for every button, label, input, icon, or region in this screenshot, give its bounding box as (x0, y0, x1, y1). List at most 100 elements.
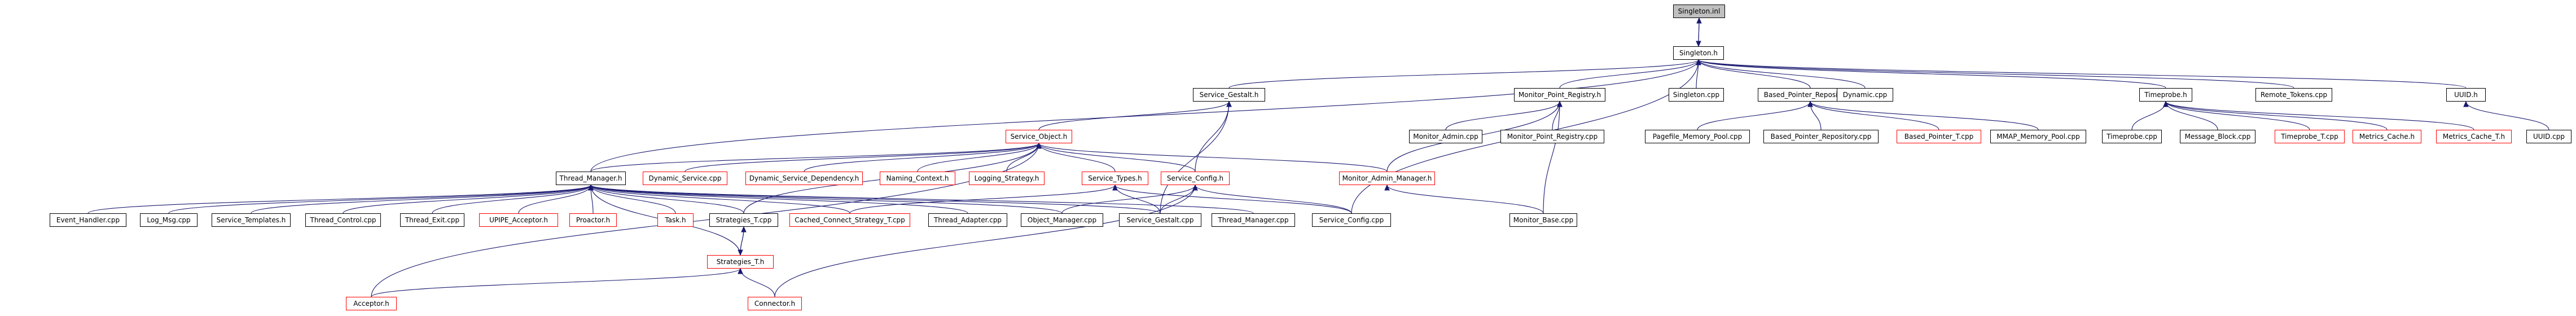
node-service-templates-h[interactable]: Service_Templates.h (212, 213, 291, 227)
edge-connector-h-to-strategies-t-h (740, 268, 775, 297)
edge-thread-manager-h-to-service-object-h (590, 143, 1039, 172)
node-monitor-point-registry-cpp[interactable]: Monitor_Point_Registry.cpp (1500, 130, 1604, 143)
arrowhead (1192, 184, 1198, 191)
edge-service-config-cpp-to-service-types-h (1114, 185, 1352, 214)
node-based-pointer-repository-cpp[interactable]: Based_Pointer_Repository.cpp (1763, 130, 1879, 143)
node-object-manager-cpp[interactable]: Object_Manager.cpp (1021, 213, 1103, 227)
node-singleton-cpp[interactable]: Singleton.cpp (1669, 88, 1724, 102)
node-event-handler-cpp[interactable]: Event_Handler.cpp (50, 213, 126, 227)
node-connector-h[interactable]: Connector.h (748, 297, 802, 310)
edge-service-gestalt-h-to-singleton-h (1228, 59, 1699, 89)
node-uuid-h[interactable]: UUID.h (2446, 88, 2486, 102)
node-based-pointer-t-cpp[interactable]: Based_Pointer_T.cpp (1897, 130, 1981, 143)
node-message-block-cpp[interactable]: Message_Block.cpp (2180, 130, 2255, 143)
node-monitor-admin-cpp[interactable]: Monitor_Admin.cpp (1409, 130, 1482, 143)
node-dynamic-cpp[interactable]: Dynamic.cpp (1837, 88, 1893, 102)
edge-task-h-to-thread-manager-h (590, 185, 676, 214)
node-monitor-point-registry-h[interactable]: Monitor_Point_Registry.h (1514, 88, 1605, 102)
edge-based-pointer-repository-h-to-singleton-h (1698, 59, 1811, 89)
node-remote-tokens-cpp[interactable]: Remote_Tokens.cpp (2255, 88, 2332, 102)
arrowhead (2163, 100, 2169, 107)
arrowhead (1557, 100, 1563, 107)
arrowhead (738, 249, 743, 256)
edge-service-types-h-to-service-object-h (1038, 143, 1116, 172)
edge-connector-h-to-service-config-h (774, 185, 1196, 297)
edge-service-object-h-to-service-gestalt-h (1038, 101, 1230, 130)
edge-uuid-h-to-singleton-h (1698, 59, 2467, 89)
node-metrics-cache-t-h[interactable]: Metrics_Cache_T.h (2436, 130, 2512, 143)
node-log-msg-cpp[interactable]: Log_Msg.cpp (140, 213, 198, 227)
node-timeprobe-cpp[interactable]: Timeprobe.cpp (2102, 130, 2162, 143)
edge-monitor-base-cpp-to-monitor-admin-manager-h (1386, 185, 1544, 214)
arrowhead (1226, 100, 1232, 107)
arrowhead (1807, 100, 1813, 107)
arrowhead (1696, 41, 1701, 47)
node-thread-manager-h[interactable]: Thread_Manager.h (556, 172, 626, 185)
edge-thread-manager-h-to-singleton-h (590, 59, 1699, 172)
node-strategies-t-cpp[interactable]: Strategies_T.cpp (709, 213, 778, 227)
edge-event-handler-cpp-to-thread-manager-h (87, 185, 591, 214)
arrowhead (2463, 100, 2469, 107)
edge-object-manager-cpp-to-service-config-h (1061, 185, 1196, 214)
node-acceptor-h[interactable]: Acceptor.h (346, 297, 397, 310)
node-monitor-base-cpp[interactable]: Monitor_Base.cpp (1509, 213, 1577, 227)
node-task-h[interactable]: Task.h (657, 213, 694, 227)
node-thread-adapter-cpp[interactable]: Thread_Adapter.cpp (928, 213, 1007, 227)
edge-pagefile-memory-pool-cpp-to-based-pointer-repository-h (1697, 101, 1811, 130)
edge-timeprobe-cpp-to-timeprobe-h (2131, 101, 2166, 130)
edge-monitor-base-cpp-to-monitor-point-registry-h (1543, 101, 1560, 214)
node-service-config-cpp[interactable]: Service_Config.cpp (1312, 213, 1391, 227)
edge-service-gestalt-cpp-to-thread-manager-h (590, 185, 1161, 214)
edge-service-config-h-to-service-gestalt-h (1195, 101, 1230, 172)
edge-naming-context-h-to-service-object-h (917, 143, 1039, 172)
node-logging-strategy-h[interactable]: Logging_Strategy.h (969, 172, 1045, 185)
edge-metrics-cache-h-to-timeprobe-h (2165, 101, 2388, 130)
edge-dynamic-cpp-to-singleton-h (1698, 59, 1866, 89)
node-metrics-cache-h[interactable]: Metrics_Cache.h (2353, 130, 2421, 143)
edge-monitor-admin-cpp-to-monitor-point-registry-h (1445, 101, 1560, 130)
node-mmap-memory-pool-cpp[interactable]: MMAP_Memory_Pool.cpp (1990, 130, 2086, 143)
arrowhead (1696, 59, 1701, 65)
node-timeprobe-h[interactable]: Timeprobe.h (2139, 88, 2192, 102)
node-thread-exit-cpp[interactable]: Thread_Exit.cpp (400, 213, 464, 227)
node-upipe-acceptor-h[interactable]: UPIPE_Acceptor.h (479, 213, 558, 227)
edge-based-pointer-t-cpp-to-based-pointer-repository-h (1810, 101, 1939, 130)
arrowhead (588, 184, 594, 191)
arrowhead (1112, 184, 1118, 191)
edge-dynamic-service-cpp-to-service-object-h (684, 143, 1039, 172)
edge-thread-exit-cpp-to-thread-manager-h (432, 185, 591, 214)
node-thread-manager-cpp[interactable]: Thread_Manager.cpp (1212, 213, 1295, 227)
node-timeprobe-t-cpp[interactable]: Timeprobe_T.cpp (2275, 130, 2345, 143)
node-cached-connect-strategy-t-cpp[interactable]: Cached_Connect_Strategy_T.cpp (789, 213, 910, 227)
arrowhead (1036, 142, 1042, 149)
edge-mmap-memory-pool-cpp-to-based-pointer-repository-h (1810, 101, 2039, 130)
edge-object-manager-cpp-to-thread-manager-h (590, 185, 1063, 214)
node-proactor-h[interactable]: Proactor.h (569, 213, 617, 227)
edge-layer (87, 17, 2549, 297)
edge-dynamic-service-dependency-h-to-service-object-h (804, 143, 1039, 172)
edge-service-config-h-to-service-object-h (1038, 143, 1196, 172)
node-naming-context-h[interactable]: Naming_Context.h (880, 172, 955, 185)
node-singleton-h[interactable]: Singleton.h (1673, 46, 1724, 60)
edge-acceptor-h-to-strategies-t-h (371, 268, 741, 297)
edge-metrics-cache-t-h-to-timeprobe-h (2165, 101, 2474, 130)
node-service-object-h[interactable]: Service_Object.h (1006, 130, 1072, 143)
node-monitor-admin-manager-h[interactable]: Monitor_Admin_Manager.h (1339, 172, 1435, 185)
node-dynamic-service-dependency-h[interactable]: Dynamic_Service_Dependency.h (745, 172, 863, 185)
edge-thread-adapter-cpp-to-thread-manager-h (590, 185, 968, 214)
edge-upipe-acceptor-h-to-thread-manager-h (518, 185, 591, 214)
edge-service-config-cpp-to-service-config-h (1195, 185, 1352, 214)
node-service-config-h[interactable]: Service_Config.h (1161, 172, 1230, 185)
node-thread-control-cpp[interactable]: Thread_Control.cpp (305, 213, 381, 227)
node-strategies-t-h[interactable]: Strategies_T.h (707, 255, 774, 269)
node-service-gestalt-h[interactable]: Service_Gestalt.h (1193, 88, 1265, 102)
edge-monitor-admin-manager-h-to-service-object-h (1038, 143, 1388, 172)
edge-thread-control-cpp-to-thread-manager-h (343, 185, 591, 214)
node-service-gestalt-cpp[interactable]: Service_Gestalt.cpp (1119, 213, 1201, 227)
node-uuid-cpp[interactable]: UUID.cpp (2526, 130, 2571, 143)
edge-uuid-cpp-to-uuid-h (2465, 101, 2549, 130)
node-service-types-h[interactable]: Service_Types.h (1082, 172, 1148, 185)
edge-timeprobe-t-cpp-to-timeprobe-h (2165, 101, 2310, 130)
node-pagefile-memory-pool-cpp[interactable]: Pagefile_Memory_Pool.cpp (1645, 130, 1750, 143)
node-dynamic-service-cpp[interactable]: Dynamic_Service.cpp (643, 172, 727, 185)
